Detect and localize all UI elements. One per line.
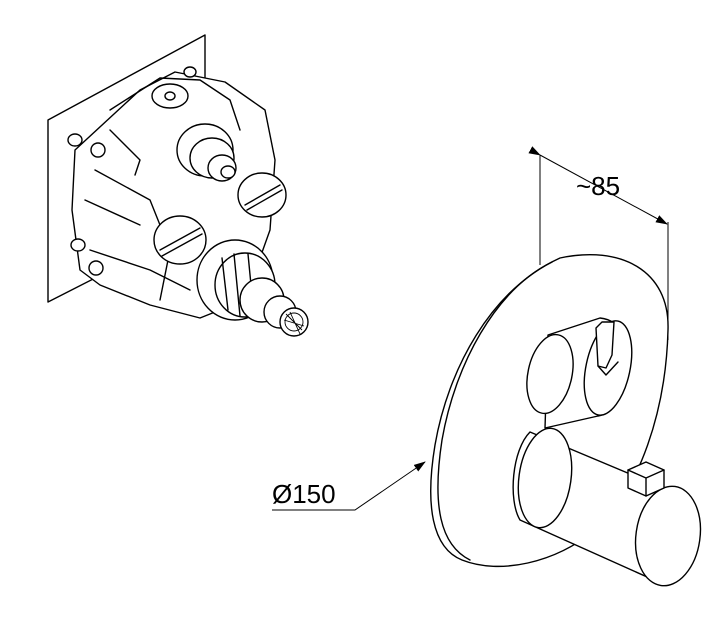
lower-cartridge <box>196 239 309 337</box>
trim-assembly <box>430 254 702 587</box>
diameter-dimension <box>272 461 426 511</box>
diameter-dimension-label: Ø150 <box>272 479 336 509</box>
depth-dimension <box>528 146 669 340</box>
diverter-knob <box>526 317 633 429</box>
thermostat-handle <box>512 427 702 587</box>
plug-screw-right <box>237 172 287 218</box>
upper-port <box>176 123 237 182</box>
concealed-valve-body <box>47 34 309 337</box>
plug-screw-left <box>153 215 207 265</box>
depth-dimension-label: ~85 <box>576 171 621 201</box>
